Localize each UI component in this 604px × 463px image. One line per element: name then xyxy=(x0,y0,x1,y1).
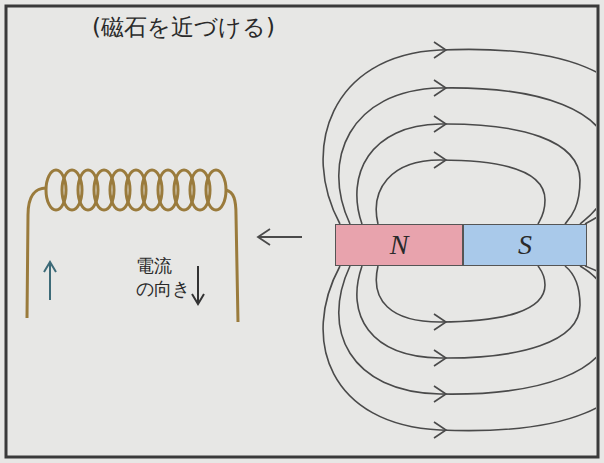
current-direction-label: 電流 の向き xyxy=(136,254,195,301)
motion-arrow xyxy=(258,229,302,245)
pole-letter: N xyxy=(390,231,409,259)
current-arrow-up xyxy=(44,262,56,300)
field-lines xyxy=(323,42,596,438)
magnet-north: N xyxy=(335,224,463,266)
pole-letter: S xyxy=(518,231,532,259)
magnet-south: S xyxy=(463,224,587,266)
diagram-title: (磁石を近づける) xyxy=(92,12,275,43)
frame xyxy=(6,6,598,457)
current-arrow-down xyxy=(192,266,204,304)
coil xyxy=(27,170,238,322)
